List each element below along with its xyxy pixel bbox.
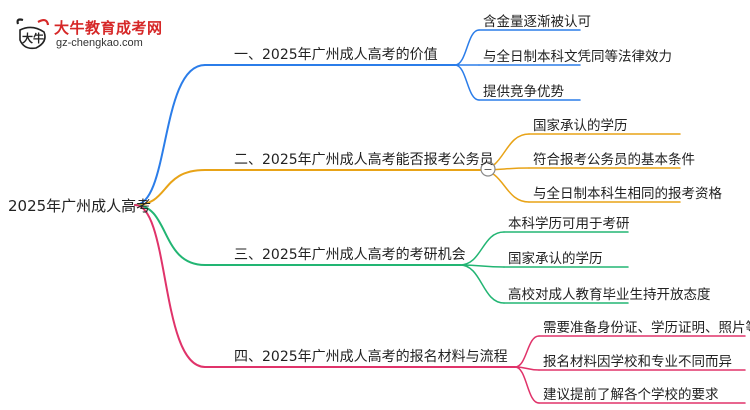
branch-value[interactable]: 一、2025年广州成人高考的价值 [234,47,438,63]
branch-connector [134,204,206,368]
leaf-connector [454,29,480,66]
branch-postgraduate[interactable]: 三、2025年广州成人高考的考研机会 [234,247,466,263]
collapse-toggle-button[interactable]: − [480,161,496,177]
leaf-connector [459,231,505,266]
leaf-item[interactable]: 报名材料因学校和专业不同而异 [543,354,732,370]
branch-connector [134,169,206,206]
bull-logo-icon: 大牛 [16,18,50,50]
leaf-item[interactable]: 国家承认的学历 [508,251,603,267]
minus-icon: − [483,163,492,176]
branch-civil-service[interactable]: 二、2025年广州成人高考能否报考公务员 [234,152,494,168]
leaf-item[interactable]: 与全日制本科文凭同等法律效力 [483,49,672,65]
logo-mark-text: 大牛 [22,31,44,45]
leaf-connector [514,366,540,404]
leaf-connector [514,335,540,368]
logo-title: 大牛教育成考网 [54,19,163,37]
collapse-toggle-ring [480,161,496,177]
leaf-item[interactable]: 与全日制本科生相同的报考资格 [533,186,722,202]
branch-connector [134,204,206,266]
branch-application[interactable]: 四、2025年广州成人高考的报名材料与流程 [234,349,508,365]
root-node[interactable]: 2025年广州成人高考 [8,197,152,215]
leaf-connector [454,64,480,101]
branch-connector [134,64,206,206]
site-logo[interactable]: 大牛 大牛教育成考网 gz-chengkao.com [14,16,164,52]
leaf-item[interactable]: 国家承认的学历 [533,118,628,134]
leaf-item[interactable]: 需要准备身份证、学历证明、照片等 [543,320,750,336]
leaf-item[interactable]: 提供竞争优势 [483,84,564,100]
leaf-item[interactable]: 符合报考公务员的基本条件 [533,152,695,168]
logo-url: gz-chengkao.com [56,37,143,49]
leaf-connector [459,264,505,304]
leaf-item[interactable]: 含金量逐渐被认可 [483,14,591,30]
leaf-item[interactable]: 建议提前了解各个学校的要求 [543,387,719,403]
leaf-item[interactable]: 高校对成人教育毕业生持开放态度 [508,287,711,303]
leaf-item[interactable]: 本科学历可用于考研 [508,216,630,232]
